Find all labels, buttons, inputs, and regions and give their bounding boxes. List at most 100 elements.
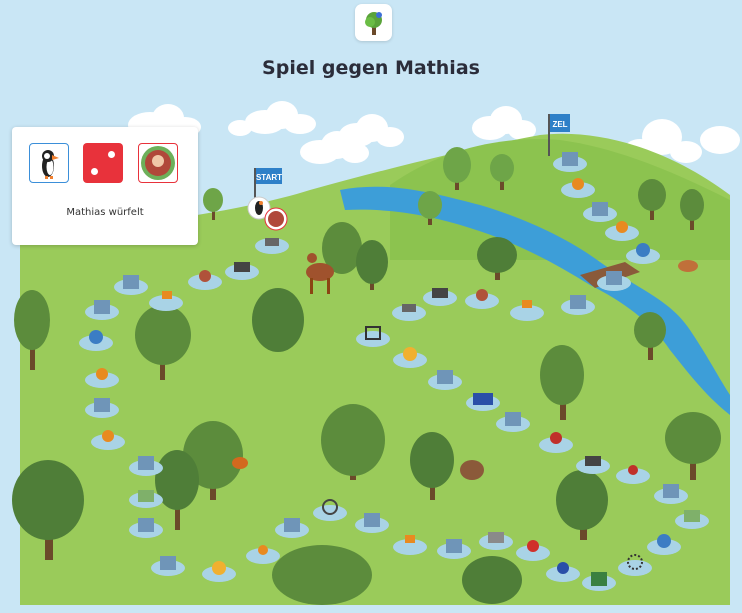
tree [540, 345, 584, 420]
board-field [618, 554, 652, 576]
board-field [561, 295, 595, 315]
tree [638, 179, 666, 220]
cloud [245, 101, 316, 134]
board-field [246, 545, 280, 564]
dice[interactable] [83, 143, 123, 183]
tree [252, 288, 304, 352]
puffin-icon [42, 150, 59, 179]
tree [556, 470, 608, 540]
tree [155, 450, 199, 530]
squirrel [232, 457, 248, 469]
board-field [597, 271, 631, 291]
tree [14, 290, 50, 370]
board-field [129, 456, 163, 476]
tree [12, 460, 84, 560]
tree [418, 191, 442, 225]
tree [321, 404, 385, 480]
start-label: START [256, 173, 282, 182]
board-field [616, 465, 650, 484]
tree-icon [364, 11, 382, 35]
turn-status: Mathias würfelt [66, 207, 144, 218]
cloud [700, 126, 740, 154]
dice-dot [91, 168, 98, 175]
board-field [114, 275, 148, 295]
board-field [313, 499, 347, 521]
board-field [423, 288, 457, 306]
tree [462, 556, 522, 604]
avatar [141, 146, 175, 180]
tree [665, 412, 721, 480]
board-fields [79, 152, 709, 591]
board-field [225, 262, 259, 280]
cloud [472, 106, 536, 140]
goal-label: ZEL [552, 120, 567, 129]
board-field [437, 539, 471, 559]
board-field [496, 412, 530, 432]
tree [680, 189, 704, 230]
dice-dot [108, 151, 115, 158]
board-field [85, 398, 119, 418]
board-field [516, 540, 550, 561]
app-logo [355, 4, 392, 41]
board-field [356, 326, 390, 347]
goal-flag: ZEL [548, 114, 570, 156]
board-field [553, 152, 587, 172]
deer [306, 253, 334, 294]
bird [460, 460, 484, 480]
board-field [151, 556, 185, 576]
board-field [654, 484, 688, 504]
tree [634, 312, 666, 360]
board-field [466, 393, 500, 411]
board-field [255, 238, 289, 254]
board-field [355, 513, 389, 533]
board-field [393, 535, 427, 555]
board-field [546, 562, 580, 582]
cloud [300, 131, 369, 164]
board-field [428, 370, 462, 390]
hill [390, 139, 730, 260]
board-field [392, 304, 426, 321]
cloud [339, 114, 404, 147]
board-field [626, 243, 660, 264]
board-field [675, 510, 709, 529]
board-field [202, 561, 236, 582]
tree [356, 240, 388, 290]
board-field [85, 368, 119, 388]
river [340, 186, 730, 415]
board-field [583, 202, 617, 222]
tree [272, 545, 372, 605]
player-token-puffin [247, 196, 271, 220]
board-field [188, 270, 222, 290]
start-flag: START [254, 168, 282, 206]
board-field [91, 430, 125, 450]
board-field [510, 300, 544, 321]
board-field [393, 347, 427, 368]
board-field [149, 291, 183, 311]
player-panel: Mathias würfelt [12, 127, 198, 245]
tree [135, 305, 191, 380]
fox [678, 260, 698, 272]
board-field [561, 178, 595, 198]
board-field [479, 532, 513, 550]
page-title: Spiel gegen Mathias [262, 57, 480, 79]
tree [477, 237, 517, 280]
board-field [605, 221, 639, 241]
board-field [129, 490, 163, 508]
tree [203, 188, 223, 220]
tree [490, 154, 514, 190]
board-field [275, 518, 309, 538]
tree [322, 222, 362, 274]
board-field [129, 518, 163, 538]
board-field [539, 432, 573, 453]
board-field [647, 534, 681, 555]
cloud [228, 120, 252, 136]
board-field [576, 456, 610, 474]
tree [410, 432, 454, 500]
board-field [79, 330, 113, 351]
player-token-mathias [264, 207, 288, 231]
board-field [582, 572, 616, 591]
board-field [85, 300, 119, 320]
player-mathias-avatar[interactable] [138, 143, 178, 183]
player-puffin-avatar[interactable] [29, 143, 69, 183]
